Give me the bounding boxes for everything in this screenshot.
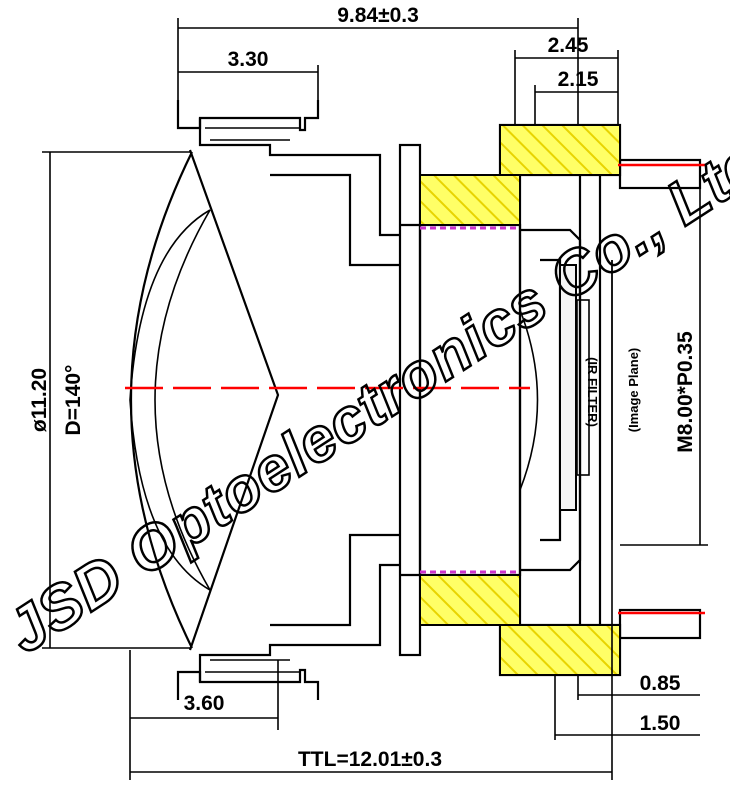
dim-overall-top: 9.84±0.3 (337, 4, 419, 27)
dim-top-right-outer: 2.45 (548, 34, 589, 57)
dim-top-left: 3.30 (228, 48, 269, 71)
dimension-lines (42, 18, 708, 780)
dim-top-right-inner: 2.15 (558, 68, 599, 91)
ir-filter-plate: (IR FILTER) (559, 264, 600, 511)
dim-thread: M8.00*P0.35 (674, 331, 697, 453)
dim-diameter: ø11.20 (28, 368, 51, 432)
ir-filter-label: (IR FILTER) (585, 357, 600, 427)
lens-elements (129, 149, 539, 651)
watermark: JSD Optoelectronics Co., Ltd (0, 126, 730, 666)
dim-ttl: TTL=12.01±0.3 (298, 748, 442, 771)
image-plane: (Image Plane) (611, 260, 641, 540)
hatched-mount-sections (419, 124, 621, 676)
dim-bottom-left: 3.60 (184, 692, 225, 715)
dim-fov: D=140° (62, 365, 85, 436)
image-plane-label: (Image Plane) (626, 348, 641, 433)
dim-bottom-right-large: 1.50 (640, 712, 681, 735)
dim-bottom-right-small: 0.85 (640, 672, 681, 695)
